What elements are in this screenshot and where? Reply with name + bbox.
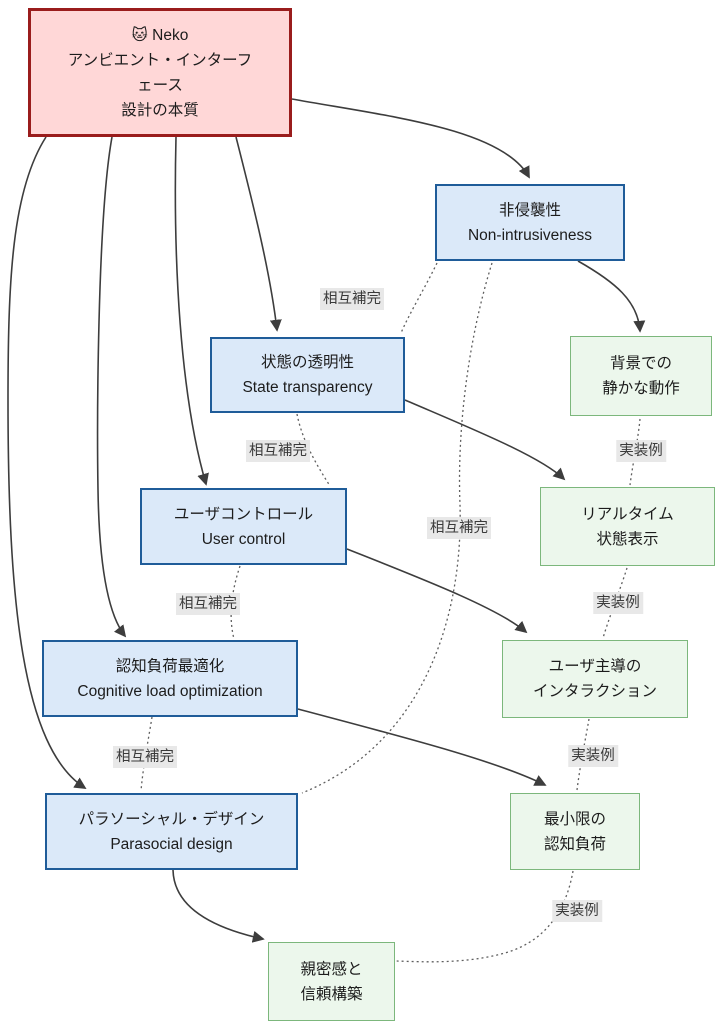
edge-example-e1-e2 xyxy=(629,418,641,486)
edge-cognitive-load-to-minimal-load xyxy=(297,708,547,786)
edge-non-intrusiveness-to-quiet-operation xyxy=(577,260,646,333)
edge-root-to-user-control xyxy=(174,136,209,486)
node-label-jp: 静かな動作 xyxy=(602,380,680,397)
node-label-en: State transparency xyxy=(242,379,373,396)
edge-label-complement-2: 相互補完 xyxy=(246,440,310,462)
edge-root-to-state-transparency xyxy=(235,136,282,332)
node-user-initiated-interaction: ユーザ主導の インタラクション xyxy=(502,640,688,718)
edge-label-complement-5: 相互補完 xyxy=(427,517,491,539)
node-minimal-cognitive-load: 最小限の 認知負荷 xyxy=(510,793,640,870)
node-intimacy-and-trust: 親密感と 信頼構築 xyxy=(268,942,395,1021)
node-quiet-background-operation: 背景での 静かな動作 xyxy=(570,336,712,416)
node-realtime-status-display: リアルタイム 状態表示 xyxy=(540,487,715,566)
node-label-jp: 状態の透明性 xyxy=(260,354,354,371)
node-root-line: アンビエント・インターフ xyxy=(67,51,253,69)
edge-label-example-3: 実装例 xyxy=(568,745,618,767)
node-label-jp: リアルタイム xyxy=(581,505,674,523)
node-label-jp: 信頼構築 xyxy=(300,985,363,1003)
edge-label-example-1: 実装例 xyxy=(616,440,666,462)
node-root: 🐱 Neko アンビエント・インターフ ェース 設計の本質 xyxy=(28,8,292,137)
node-user-control: ユーザコントロール User control xyxy=(140,488,347,565)
node-label-jp: 非侵襲性 xyxy=(498,201,561,219)
node-non-intrusiveness: 非侵襲性 Non-intrusiveness xyxy=(435,184,625,261)
node-label-en: Cognitive load optimization xyxy=(77,682,263,700)
node-label-jp: ユーザコントロール xyxy=(173,505,314,523)
edge-user-control-to-user-interaction xyxy=(346,548,528,634)
edge-label-example-4: 実装例 xyxy=(552,900,602,922)
node-parasocial-design: パラソーシャル・デザイン Parasocial design xyxy=(45,793,298,870)
node-label-jp: 状態表示 xyxy=(596,530,659,548)
edge-example-e4-e5 xyxy=(395,870,574,963)
edge-state-transparency-to-realtime-status xyxy=(404,399,566,481)
edge-root-to-parasocial xyxy=(7,136,87,789)
node-label-jp: インタラクション xyxy=(532,683,657,700)
edge-label-example-2: 実装例 xyxy=(593,592,643,614)
node-root-line: ェース xyxy=(137,76,183,94)
node-label-jp: パラソーシャル・デザイン xyxy=(78,810,265,828)
edge-root-to-non-intrusiveness xyxy=(291,98,530,179)
node-label-en: User control xyxy=(201,530,286,548)
node-label-jp: 認知負荷 xyxy=(543,835,606,853)
node-cognitive-load-optimization: 認知負荷最適化 Cognitive load optimization xyxy=(42,640,298,717)
node-root-line: 設計の本質 xyxy=(121,101,199,119)
edge-label-complement-3: 相互補完 xyxy=(176,593,240,615)
node-label-jp: 親密感と xyxy=(300,960,363,978)
node-label-jp: 最小限の xyxy=(543,810,606,828)
edge-parasocial-to-intimacy-trust xyxy=(172,869,265,943)
edge-root-to-cognitive-load xyxy=(96,136,127,638)
node-label-jp: ユーザ主導の xyxy=(548,658,642,675)
node-label-jp: 認知負荷最適化 xyxy=(115,657,225,675)
node-root-line: 🐱 Neko xyxy=(131,26,189,44)
edge-label-complement-1: 相互補完 xyxy=(320,288,384,310)
node-label-en: Non-intrusiveness xyxy=(467,226,593,244)
node-label-jp: 背景での xyxy=(609,355,672,372)
edge-complement-p1-p2 xyxy=(400,262,438,334)
node-state-transparency: 状態の透明性 State transparency xyxy=(210,337,405,413)
node-label-en: Parasocial design xyxy=(110,835,233,853)
edge-label-complement-4: 相互補完 xyxy=(113,746,177,768)
